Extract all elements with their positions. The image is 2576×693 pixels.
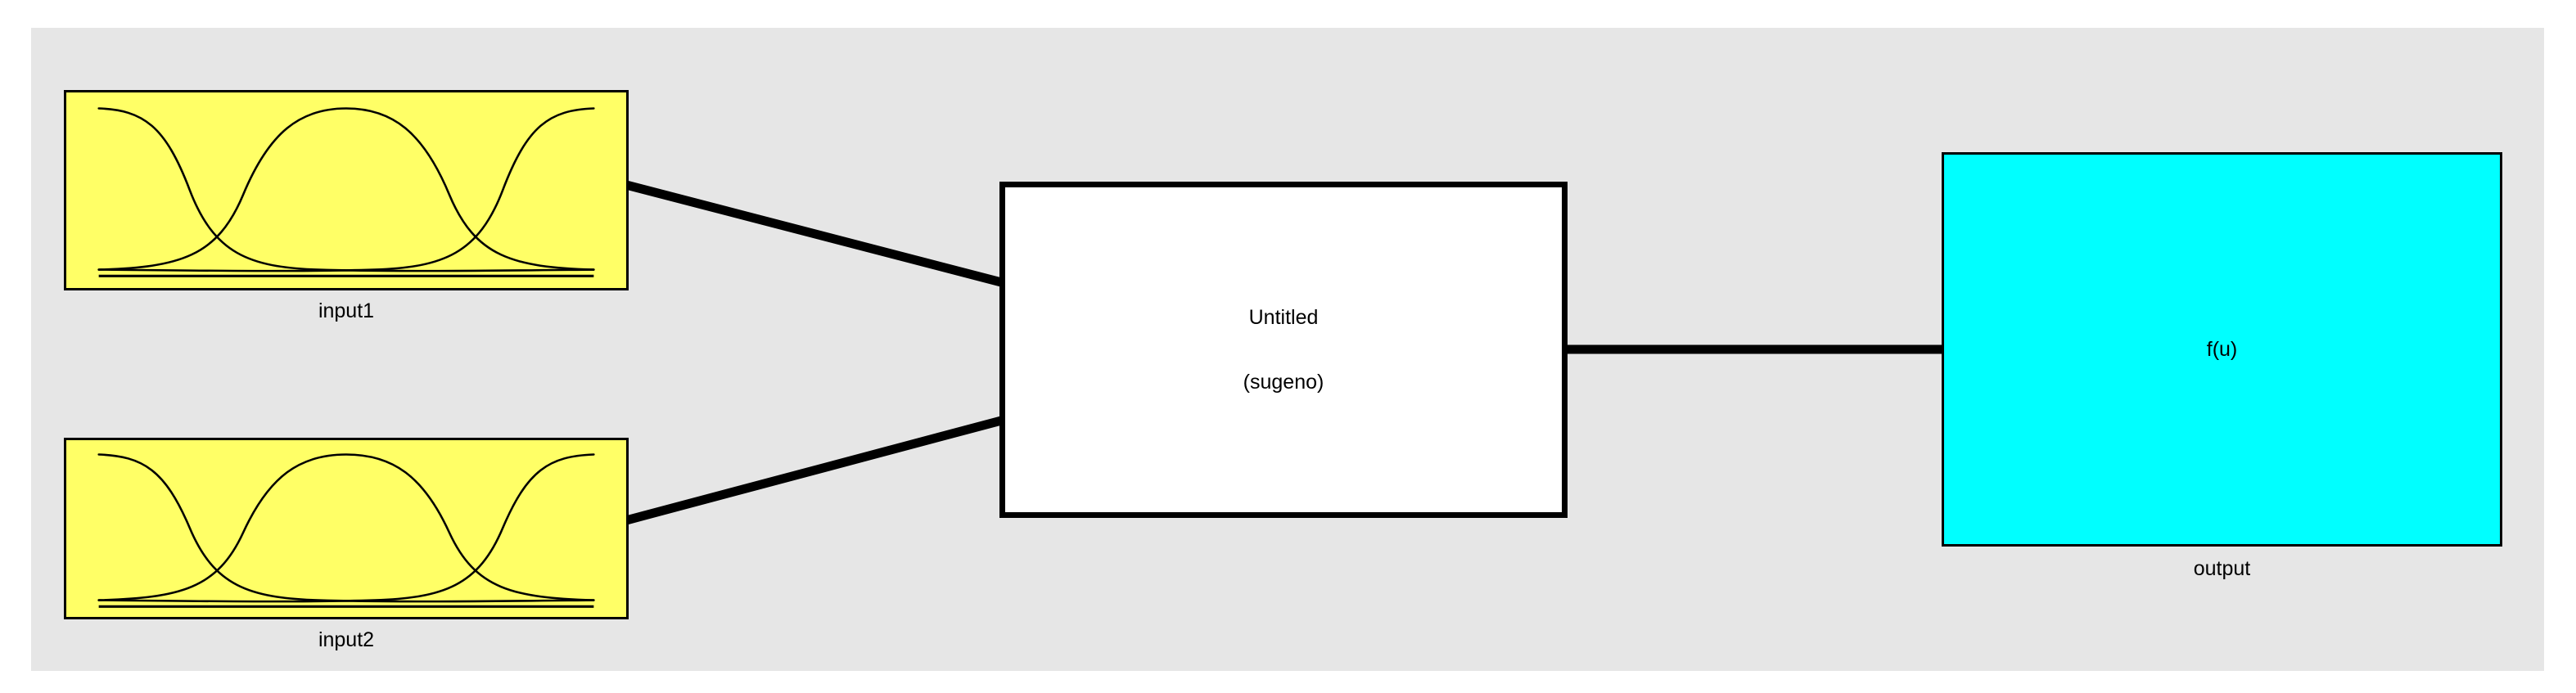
mf-curve-mf3	[97, 107, 595, 272]
output-block[interactable]: f(u)	[1942, 152, 2502, 547]
mf-curve-mf2	[97, 453, 595, 601]
system-block[interactable]: Untitled (sugeno)	[999, 182, 1568, 518]
membership-function-plot-input1	[97, 107, 595, 277]
input-block-label-input1: input1	[318, 299, 375, 322]
mf-curve-mf3	[97, 453, 595, 603]
input-block-input2[interactable]	[64, 438, 629, 619]
membership-function-plot-input2	[97, 453, 595, 608]
mf-curve-mf2	[97, 107, 595, 271]
system-inference-type: (sugeno)	[1243, 370, 1324, 394]
output-expression: f(u)	[2206, 337, 2238, 361]
mf-curve-mf1	[97, 107, 595, 272]
system-title: Untitled	[1248, 305, 1319, 329]
input-block-input1[interactable]	[64, 90, 629, 290]
output-block-label: output	[2193, 557, 2251, 580]
input-block-label-input2: input2	[318, 628, 375, 651]
mf-curve-mf1	[97, 453, 595, 603]
